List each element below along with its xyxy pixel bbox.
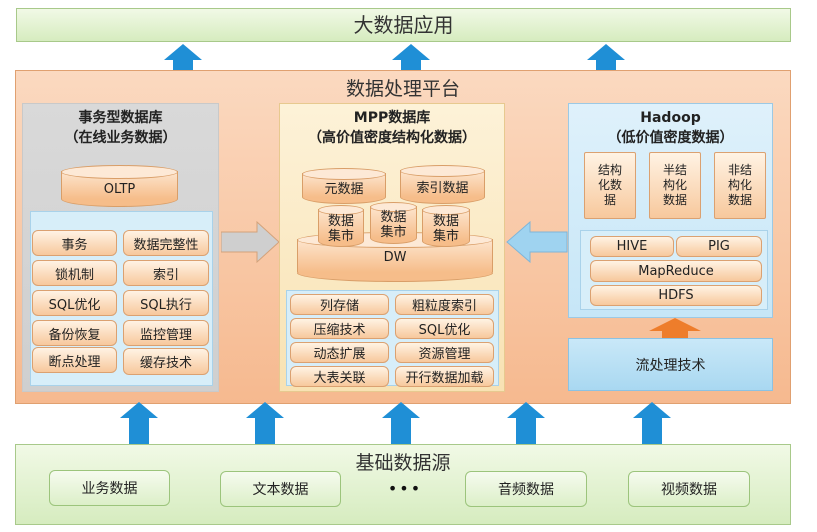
data-mart-label: 数据 (432, 214, 459, 229)
data-mart-cylinder: 数据 集市 (318, 205, 364, 247)
orange-up-arrow (649, 318, 701, 338)
blue-left-arrow (506, 221, 568, 263)
source-business-data: 业务数据 (49, 470, 170, 506)
structured-data-box: 结构 化数 据 (584, 152, 636, 219)
mpp-db-title: MPP数据库 (353, 110, 431, 126)
up-arrow (586, 44, 626, 72)
stream-processing-box: 流处理技术 (568, 338, 773, 391)
data-mart-label: 集市 (380, 225, 407, 240)
metadata-cylinder: 元数据 (302, 168, 386, 204)
dw-label: DW (383, 250, 407, 265)
mapreduce-box: MapReduce (590, 260, 762, 282)
up-arrow (245, 402, 285, 445)
feature-index: 索引 (123, 260, 209, 286)
up-arrow (381, 402, 421, 445)
transactional-db-subtitle: （在线业务数据） (64, 130, 177, 146)
up-arrow (163, 44, 203, 72)
data-mart-label: 集市 (327, 229, 354, 244)
metadata-label: 元数据 (324, 182, 364, 197)
hadoop-title: Hadoop (640, 110, 701, 126)
feature-coarse-index: 粗粒度索引 (395, 294, 494, 315)
feature-sql-optimize: SQL优化 (32, 290, 117, 316)
source-audio-data: 音频数据 (465, 471, 587, 507)
feature-parallel-load: 开行数据加载 (395, 366, 494, 387)
hadoop-subtitle: （低价值密度数据） (607, 130, 734, 146)
top-banner: 大数据应用 (16, 8, 791, 42)
unstructured-data-box: 非结 构化 数据 (714, 152, 766, 219)
oltp-cylinder: OLTP (61, 165, 178, 207)
data-mart-cylinder: 数据 集市 (422, 205, 470, 247)
data-mart-label: 数据 (380, 210, 407, 225)
feature-sql-optimize: SQL优化 (395, 318, 494, 339)
index-data-label: 索引数据 (416, 181, 469, 196)
index-data-cylinder: 索引数据 (400, 165, 485, 204)
feature-column-store: 列存储 (290, 294, 389, 315)
mpp-db-subtitle: （高价值密度结构化数据） (308, 130, 476, 146)
feature-monitoring: 监控管理 (123, 320, 209, 346)
transactional-db-title: 事务型数据库 (78, 110, 163, 126)
top-banner-label: 大数据应用 (353, 13, 454, 37)
feature-data-integrity: 数据完整性 (123, 230, 209, 256)
data-mart-label: 集市 (432, 229, 459, 244)
semi-structured-data-box: 半结 构化 数据 (649, 152, 701, 219)
data-mart-label: 数据 (327, 214, 354, 229)
platform-title: 数据处理平台 (345, 78, 460, 100)
feature-transaction: 事务 (32, 230, 117, 256)
pig-box: PIG (676, 236, 762, 257)
gray-right-arrow (221, 221, 280, 263)
up-arrow (506, 402, 546, 445)
feature-resource-mgmt: 资源管理 (395, 342, 494, 363)
ellipsis: ••• (387, 479, 423, 498)
feature-checkpoint: 断点处理 (32, 347, 117, 373)
up-arrow (632, 402, 672, 445)
stream-processing-label: 流处理技术 (635, 357, 706, 374)
feature-cache: 缓存技术 (123, 348, 209, 375)
up-arrow (119, 402, 159, 445)
base-data-title: 基础数据源 (355, 452, 451, 474)
feature-compression: 压缩技术 (290, 318, 389, 339)
source-video-data: 视频数据 (628, 471, 750, 507)
feature-big-table-join: 大表关联 (290, 366, 389, 387)
oltp-label: OLTP (103, 182, 136, 197)
source-text-data: 文本数据 (220, 471, 341, 507)
up-arrow (391, 44, 431, 72)
feature-locking: 锁机制 (32, 260, 117, 286)
hdfs-box: HDFS (590, 285, 762, 306)
hive-box: HIVE (590, 236, 674, 257)
feature-dynamic-scale: 动态扩展 (290, 342, 389, 363)
feature-backup: 备份恢复 (32, 320, 117, 346)
feature-sql-exec: SQL执行 (123, 290, 209, 316)
data-mart-cylinder: 数据 集市 (370, 202, 417, 244)
